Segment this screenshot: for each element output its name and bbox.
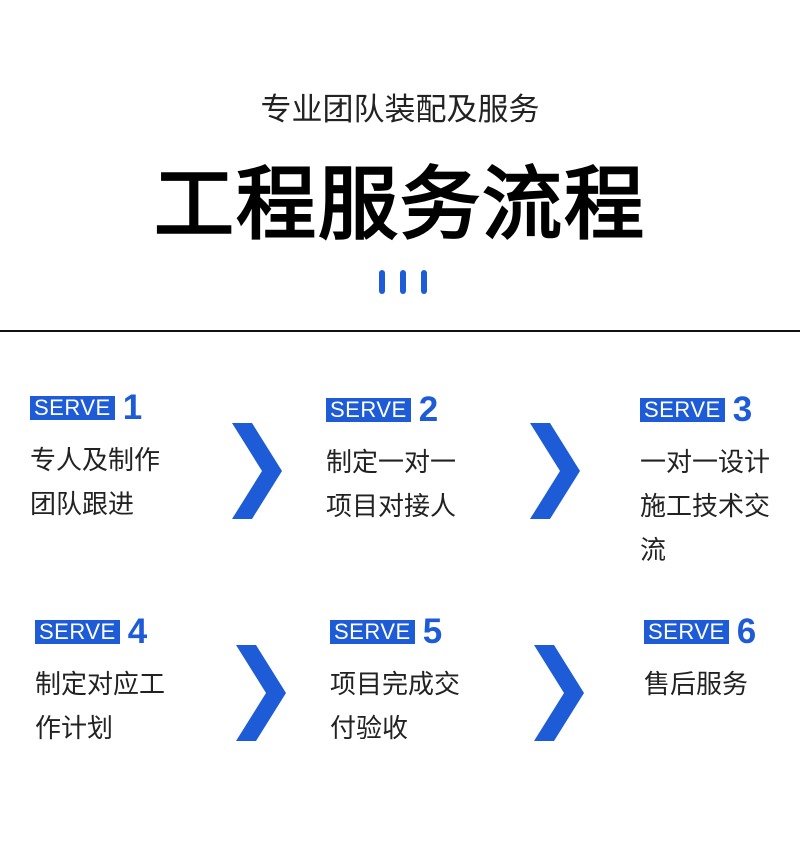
- step-number: 2: [418, 390, 439, 429]
- step-number: 1: [122, 388, 143, 427]
- step-number: 4: [127, 612, 148, 651]
- decor-bar: [421, 270, 427, 294]
- header-divider: [0, 330, 800, 332]
- step-description: 制定对应工 作计划: [35, 663, 165, 751]
- chevron-right-icon: [530, 423, 580, 519]
- decor-bar: [400, 270, 406, 294]
- step-4: SERVE 4 制定对应工 作计划: [35, 612, 165, 751]
- page-subtitle: 专业团队装配及服务: [260, 92, 540, 128]
- chevron-right-icon: [534, 645, 584, 741]
- page-title: 工程服务流程: [154, 158, 646, 251]
- step-line: 制定一对一: [326, 448, 457, 478]
- step-description: 专人及制作 团队跟进: [30, 439, 160, 527]
- title-decoration: [377, 270, 429, 294]
- step-2: SERVE 2 制定一对一 项目对接人: [326, 390, 456, 529]
- step-description: 售后服务: [644, 663, 756, 707]
- step-line: 作计划: [35, 714, 114, 744]
- step-line: 团队跟进: [30, 490, 135, 520]
- step-line: 项目对接人: [326, 492, 457, 522]
- serve-label: SERVE: [640, 398, 725, 422]
- step-6: SERVE 6 售后服务: [644, 612, 757, 707]
- step-line: 制定对应工: [35, 670, 166, 700]
- chevron-right-icon: [232, 423, 282, 519]
- serve-label: SERVE: [644, 620, 729, 644]
- step-line: 项目完成交: [330, 670, 461, 700]
- step-description: 一对一设计 施工技术交 流: [640, 441, 770, 573]
- step-tag: SERVE 5: [330, 612, 460, 651]
- step-3: SERVE 3 一对一设计 施工技术交 流: [640, 390, 770, 573]
- serve-label: SERVE: [35, 620, 120, 644]
- step-tag: SERVE 1: [30, 388, 160, 427]
- step-number: 5: [422, 612, 443, 651]
- step-line: 售后服务: [644, 670, 749, 700]
- step-5: SERVE 5 项目完成交 付验收: [330, 612, 460, 751]
- step-line: 流: [640, 536, 667, 566]
- step-number: 3: [732, 390, 753, 429]
- step-line: 施工技术交: [640, 492, 771, 522]
- step-1: SERVE 1 专人及制作 团队跟进: [30, 388, 160, 527]
- step-description: 制定一对一 项目对接人: [326, 441, 456, 529]
- step-number: 6: [736, 612, 757, 651]
- step-tag: SERVE 6: [644, 612, 757, 651]
- step-tag: SERVE 2: [326, 390, 456, 429]
- serve-label: SERVE: [326, 398, 411, 422]
- step-line: 一对一设计: [640, 448, 771, 478]
- chevron-right-icon: [236, 645, 286, 741]
- step-line: 付验收: [330, 714, 409, 744]
- serve-label: SERVE: [30, 396, 115, 420]
- step-tag: SERVE 4: [35, 612, 165, 651]
- decor-bar: [379, 270, 385, 294]
- step-line: 专人及制作: [30, 446, 161, 476]
- step-tag: SERVE 3: [640, 390, 770, 429]
- serve-label: SERVE: [330, 620, 415, 644]
- step-description: 项目完成交 付验收: [330, 663, 460, 751]
